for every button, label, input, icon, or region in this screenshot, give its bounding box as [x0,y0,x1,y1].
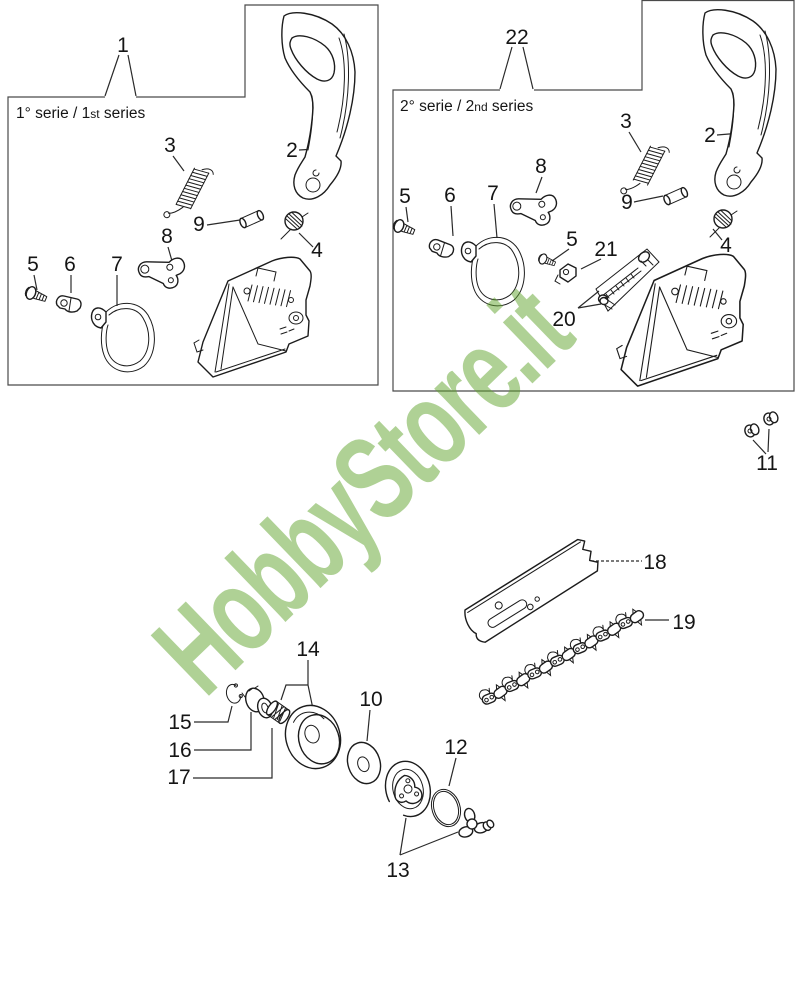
part-label-3: 3 [620,110,632,133]
part-label-8: 8 [161,225,173,248]
chain-tensioner [554,248,660,312]
part-label-13: 13 [386,859,409,882]
clutch-spider [458,807,495,838]
lever-plate-2nd [427,238,456,259]
torsion-spring-1st [280,211,309,240]
clutch-assembly [384,760,432,818]
part-label-11: 11 [756,452,778,475]
spring-1st [163,167,214,219]
hand-guard-1st [281,12,356,200]
second-series-caption: 2° serie / 2nd series [400,98,534,115]
torsion-spring-2nd [709,209,738,238]
brake-lever-1st [136,255,189,294]
part-label-6: 6 [64,253,76,276]
second-series-box [392,0,795,392]
part-label-5: 5 [566,228,578,251]
part-label-7: 7 [111,253,123,276]
part-label-4: 4 [720,234,732,257]
saw-chain [478,608,645,705]
pin-1st [237,208,266,230]
part-label-4: 4 [311,239,323,262]
part-label-5: 5 [27,253,39,276]
needle-bearing [265,700,291,725]
pin-2nd [661,185,690,207]
first-series-box [7,4,379,386]
brake-cover-1st [193,256,312,378]
cap-nuts [744,411,779,438]
brake-band-1st [90,302,156,373]
tensioner-bracket [554,263,577,285]
brake-cover-2nd [615,253,747,387]
part-label-12: 12 [444,736,467,759]
part-label-18: 18 [643,551,666,574]
brake-lever-2nd [508,192,561,231]
clutch-drum [284,704,342,770]
part-label-1: 1 [117,34,129,57]
part-label-8: 8 [535,155,547,178]
part-label-10: 10 [359,688,382,711]
clutch-spring-ring [430,788,462,828]
screw-1st [22,284,49,306]
hand-guard-2nd [702,9,777,197]
lever-plate-1st [55,295,82,313]
part-label-16: 16 [168,739,191,762]
part-label-3: 3 [164,134,176,157]
part-label-17: 17 [167,766,190,789]
part-label-20: 20 [552,308,575,331]
circlip [225,683,243,704]
part-label-21: 21 [594,238,617,261]
part-label-2: 2 [704,124,716,147]
part-label-7: 7 [487,182,499,205]
part-label-9: 9 [193,213,205,236]
screw-2nd [390,217,417,239]
part-label-5: 5 [399,185,411,208]
tensioner-screw-small [536,251,558,270]
part-label-22: 22 [505,26,528,49]
part-label-6: 6 [444,184,456,207]
part-label-19: 19 [672,611,695,634]
part-label-2: 2 [286,139,298,162]
part-label-14: 14 [296,638,320,661]
washer [346,741,382,785]
guide-bar [464,538,599,643]
spring-2nd [620,145,670,195]
clutch-hub [241,685,274,719]
watermark: HobbyStore.it [129,261,596,719]
first-series-caption: 1° serie / 1st series [16,105,146,122]
part-label-9: 9 [621,191,633,214]
part-label-15: 15 [168,711,191,734]
leader-lines [33,46,770,856]
